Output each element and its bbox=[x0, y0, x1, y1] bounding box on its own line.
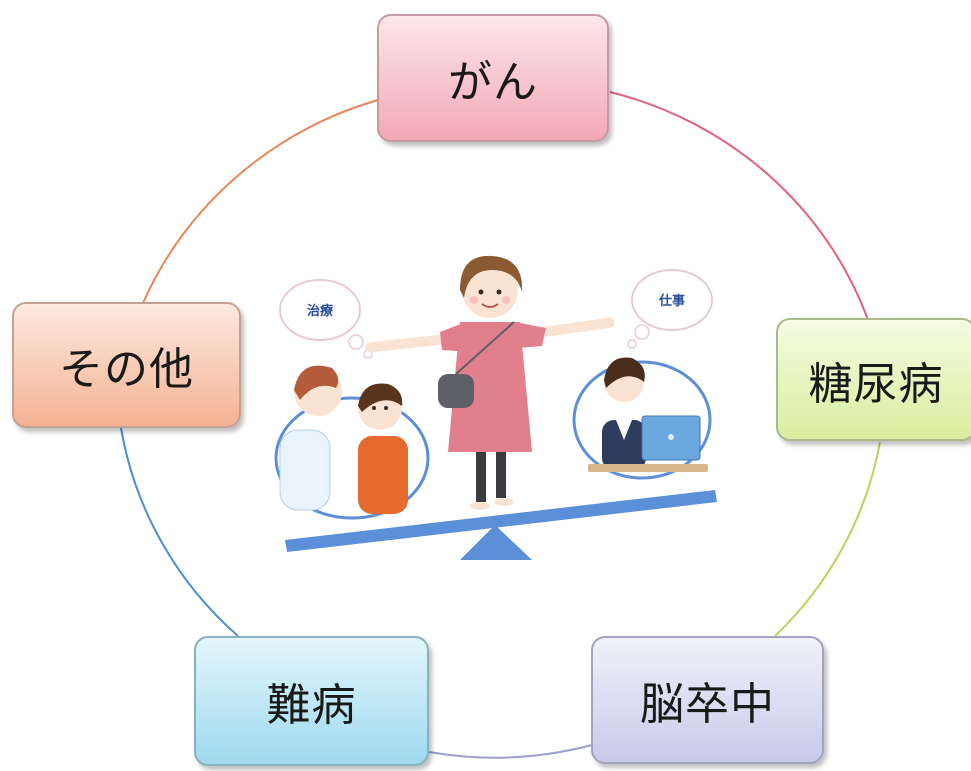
category-cancer: がん bbox=[377, 14, 609, 142]
ring-arc-stroke-intractable bbox=[428, 744, 593, 759]
category-other: その他 bbox=[12, 302, 241, 428]
work-scene bbox=[572, 357, 712, 480]
category-diabetes: 糖尿病 bbox=[776, 318, 971, 441]
ring-arc-cancer-diabetes bbox=[609, 91, 869, 321]
category-other-label: その他 bbox=[59, 344, 194, 395]
work-thought-bubble: 仕事 bbox=[627, 269, 713, 349]
balance-illustration: 治療 仕事 bbox=[274, 255, 717, 560]
ring-arc-intractable-other bbox=[120, 427, 239, 637]
treatment-scene bbox=[274, 365, 430, 520]
treatment-bubble-label: 治療 bbox=[307, 303, 334, 319]
category-stroke: 脳卒中 bbox=[591, 636, 824, 764]
ring-arc-other-cancer bbox=[142, 99, 379, 304]
category-cancer-label: がん bbox=[448, 57, 538, 108]
ring-arc-diabetes-stroke bbox=[774, 441, 881, 637]
category-intractable-label: 難病 bbox=[266, 680, 357, 731]
seesaw bbox=[285, 490, 717, 560]
treatment-thought-bubble: 治療 bbox=[279, 279, 373, 359]
work-bubble-label: 仕事 bbox=[658, 293, 685, 309]
category-stroke-label: 脳卒中 bbox=[640, 679, 775, 730]
balancing-woman bbox=[365, 255, 615, 510]
category-intractable-disease: 難病 bbox=[194, 636, 429, 766]
category-diabetes-label: 糖尿病 bbox=[808, 358, 944, 410]
